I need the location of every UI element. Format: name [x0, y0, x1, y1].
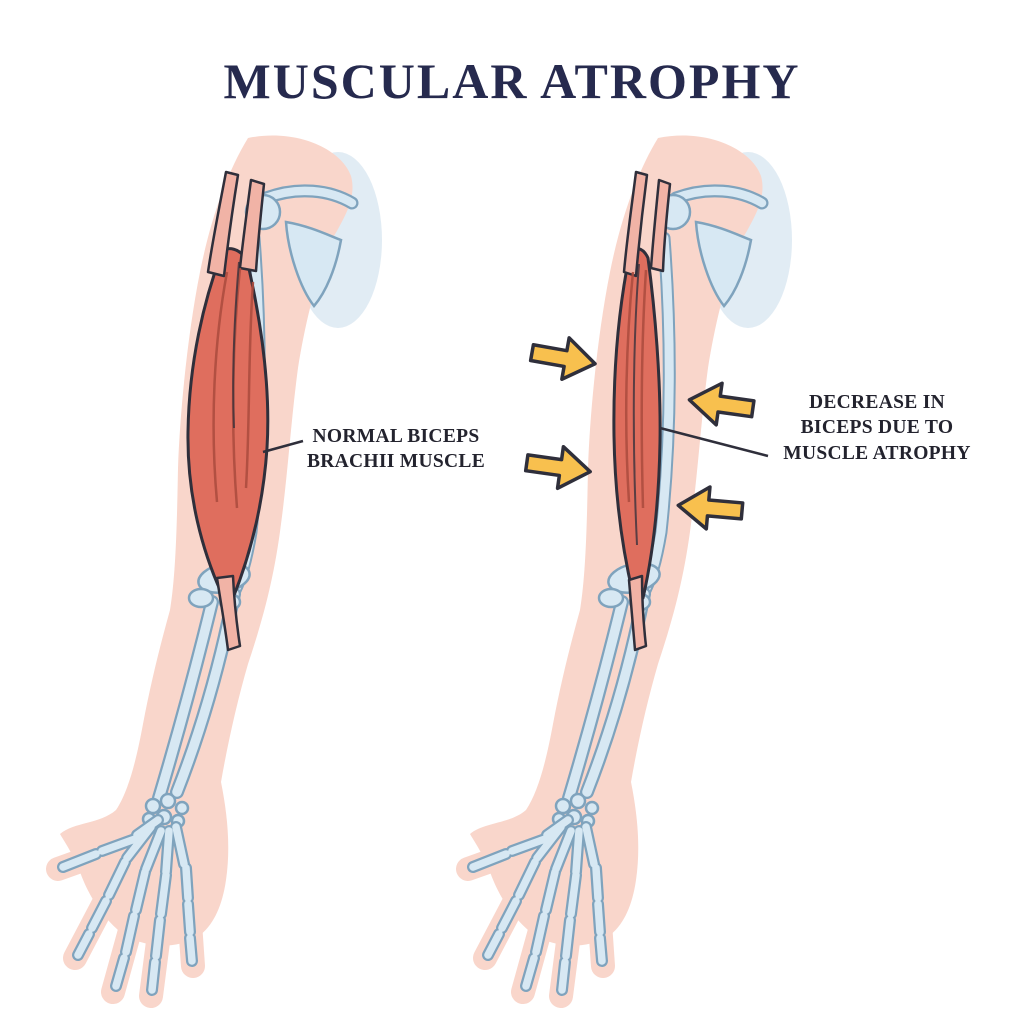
biceps-upper-tendon — [206, 170, 240, 278]
label-line: BICEPS DUE TO — [800, 417, 954, 439]
normal-label-leader-line — [262, 439, 304, 454]
compression-arrow-icon — [522, 440, 595, 495]
atrophied-arm-figure — [468, 136, 792, 996]
biceps-upper-tendon — [622, 170, 649, 278]
normal-biceps-muscle — [186, 170, 270, 652]
diagram-title: MUSCULAR ATROPHY — [223, 53, 801, 109]
label-line: BRACHII MUSCLE — [306, 451, 486, 473]
atrophied-biceps-muscle — [612, 170, 672, 652]
label-line: MUSCLE ATROPHY — [783, 442, 971, 464]
label-normal-biceps: NORMAL BICEPS BRACHII MUSCLE — [296, 424, 496, 475]
atrophy-label-leader-line — [659, 426, 769, 458]
label-line: NORMAL BICEPS — [312, 426, 480, 447]
compression-arrow-icon — [526, 330, 601, 387]
normal-arm-figure — [58, 136, 382, 996]
biceps-lower-tendon — [627, 574, 648, 652]
biceps-upper-tendon — [238, 178, 266, 273]
biceps-upper-tendon — [649, 178, 672, 273]
label-atrophied-biceps: DECREASE IN BICEPS DUE TO MUSCLE ATROPHY — [770, 390, 984, 466]
biceps-lower-tendon — [215, 574, 242, 652]
label-line: DECREASE IN — [808, 392, 946, 413]
